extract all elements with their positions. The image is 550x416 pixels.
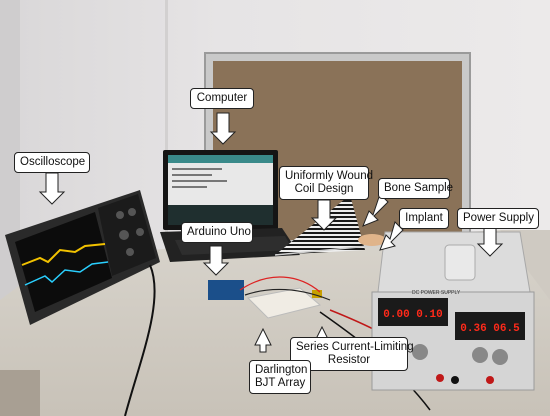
callout-text: Resistor xyxy=(327,354,371,366)
callout-arduino-uno: Arduino Uno xyxy=(181,222,253,243)
callout-text: Uniformly Wound xyxy=(285,170,373,182)
callout-text: Arduino Uno xyxy=(187,226,251,238)
arrow-computer xyxy=(209,112,237,145)
wall-seam xyxy=(165,0,168,250)
arduino-board xyxy=(208,280,244,300)
callout-implant: Implant xyxy=(399,208,449,229)
callout-text: Implant xyxy=(405,212,443,224)
psu-right-display xyxy=(455,312,525,340)
callout-text: Power Supply xyxy=(463,212,534,224)
psu-brand-text: DC POWER SUPPLY xyxy=(412,290,461,296)
waveform-channel-1 xyxy=(21,243,106,266)
callout-series-resistor: Series Current-Limiting Resistor xyxy=(290,337,414,371)
psu-knob xyxy=(472,347,488,363)
callout-text: Darlington xyxy=(255,364,308,376)
code-line xyxy=(172,180,227,182)
callout-bone-sample: Bone Sample xyxy=(378,178,454,199)
arrow-darlington xyxy=(254,327,272,353)
psu-right-readout: 0.36 06.5 xyxy=(460,323,520,335)
psu-terminal xyxy=(486,376,494,384)
callout-text: Series Current-Limiting xyxy=(296,341,414,353)
breadboard xyxy=(246,287,322,319)
psu-terminal xyxy=(436,374,444,382)
waveform-channel-2 xyxy=(24,261,109,286)
psu-terminal xyxy=(451,376,459,384)
psu-left-display xyxy=(378,298,448,326)
knob xyxy=(116,211,124,219)
arrow-bone-sample xyxy=(362,193,389,227)
callout-text: BJT Array xyxy=(255,377,306,389)
arrow-power-supply xyxy=(476,226,504,257)
arrow-oscilloscope xyxy=(38,172,66,205)
bone-sample xyxy=(358,234,386,246)
callout-computer: Computer xyxy=(190,88,254,109)
code-line xyxy=(172,174,212,176)
callout-darlington-array: Darlington BJT Array xyxy=(249,360,311,394)
table-shadow xyxy=(0,370,40,416)
knob xyxy=(119,230,129,240)
ide-toolbar xyxy=(168,155,273,163)
psu-handle xyxy=(444,244,476,281)
arrow-arduino xyxy=(202,245,230,276)
callout-text: Coil Design xyxy=(294,183,354,195)
callout-oscilloscope: Oscilloscope xyxy=(14,152,90,173)
knob xyxy=(136,228,144,236)
ide-console xyxy=(168,205,273,225)
wire-black xyxy=(244,288,331,301)
arrow-implant xyxy=(379,221,404,251)
callout-power-supply: Power Supply xyxy=(457,208,539,229)
arrow-coil xyxy=(310,199,338,231)
knob xyxy=(128,208,136,216)
oscilloscope-screen xyxy=(15,212,112,312)
callout-coil-design: Uniformly Wound Coil Design xyxy=(279,166,373,200)
resistor-part xyxy=(312,290,322,298)
callout-text: Computer xyxy=(196,92,248,104)
callout-text: Oscilloscope xyxy=(20,156,86,168)
code-line xyxy=(172,186,207,188)
psu-knob xyxy=(492,349,508,365)
code-line xyxy=(172,168,222,170)
psu-knob xyxy=(412,344,428,360)
wire-red xyxy=(239,276,321,293)
psu-left-readout: 0.00 0.10 xyxy=(383,309,442,321)
cable xyxy=(124,264,156,416)
knob xyxy=(126,248,134,256)
wall-corner-shadow xyxy=(0,0,20,300)
callout-text: Bone Sample xyxy=(384,182,454,194)
